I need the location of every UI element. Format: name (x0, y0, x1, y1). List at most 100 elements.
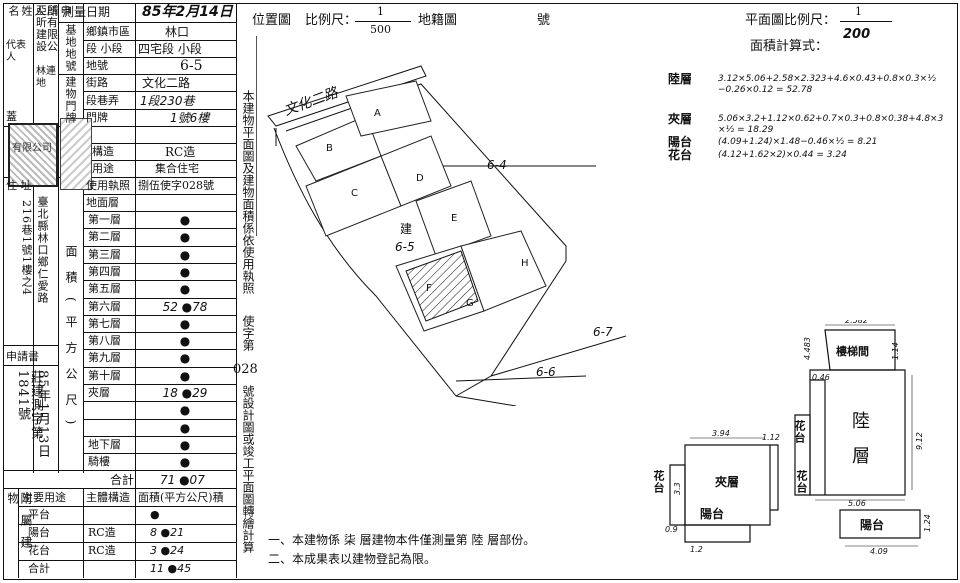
floor-row-line (83, 367, 236, 368)
block-label: B (326, 143, 333, 154)
dimension-value: 0.46 (812, 373, 830, 382)
applicant-label: 申請人姓名 (7, 5, 72, 17)
row-line (3, 345, 58, 346)
floor-row-line (83, 280, 236, 281)
structure-label: 構造 (92, 145, 114, 158)
outer-frame (3, 3, 958, 580)
row-line (83, 57, 236, 58)
annex-header-struct: 主體構造 (86, 491, 130, 504)
floor-row-line (83, 228, 236, 229)
floor-name: 第三層 (88, 248, 121, 261)
number-label: 門牌 (86, 111, 108, 124)
floor-area: ● (179, 230, 191, 244)
lot-6-4: 6-4 (487, 158, 507, 172)
annex-header-use: 主要用途 (22, 491, 66, 504)
building-no-label: 建物門牌 (64, 76, 77, 124)
structure: RC造 (165, 145, 196, 159)
col-line (83, 488, 84, 578)
floor-area: ● (179, 421, 191, 435)
floor-area: ● (179, 317, 191, 331)
area-formula-label: 面積計算式： (750, 39, 829, 54)
floor-name: 第四層 (88, 265, 121, 278)
vertical-note-2: 使字第 (241, 315, 255, 351)
floor-area: ● (179, 334, 191, 348)
cadastral-label: 地籍圖 (418, 13, 458, 28)
floor-area: ● (179, 248, 191, 262)
location-map-label: 位置圖 (252, 13, 292, 28)
row-line (83, 194, 236, 195)
row-line (83, 40, 236, 41)
dimension-lines (690, 324, 918, 547)
dimension-value: 5.06 (848, 499, 866, 508)
floor-area: ● (179, 282, 191, 296)
floor-area: ● (179, 351, 191, 365)
dimension-value: 3.94 (712, 429, 730, 438)
col-line (18, 488, 19, 578)
floor-area: ● (179, 369, 191, 383)
row-line (18, 542, 236, 543)
floor-area: ● (179, 455, 191, 469)
township: 林口 (165, 25, 190, 39)
row-line (3, 177, 236, 178)
plan-flower-label-3: 花台 (652, 470, 665, 494)
dimension-value: 1.12 (762, 433, 780, 442)
row-line (18, 506, 236, 507)
dimension-value: 9.12 (915, 432, 924, 450)
main-floor-outline (809, 369, 906, 496)
floor-name: 夾層 (88, 386, 110, 399)
balcony-outline (839, 509, 921, 539)
floor-area: ● (179, 213, 191, 227)
floor-name: 第十層 (88, 369, 121, 382)
map-edge-line (256, 36, 257, 236)
note-2: 二、本成果表以建物登記為限。 (268, 552, 437, 566)
plan-main-label: 陸 (852, 411, 870, 432)
license: 捌伍使字028號 (138, 179, 214, 192)
floor-row-line (83, 453, 236, 454)
annex-label: 附屬建物 (6, 492, 33, 558)
floor-row-line (83, 263, 236, 264)
floor-row-line (83, 349, 236, 350)
formula-text: 3.12×5.06+2.58×2.323+4.6×0.43+0.8×0.3×½ … (718, 74, 936, 95)
floor-row-line (83, 332, 236, 333)
annex-area: 3 ●24 (150, 544, 185, 557)
plan-flower-label: 花台 (793, 420, 806, 444)
section-label: 段 小段 (86, 42, 123, 55)
floor-row-line (83, 436, 236, 437)
lot-line-66 (455, 375, 587, 382)
dimension-value: 3.3 (673, 482, 682, 495)
number: 1號6樓 (170, 111, 210, 125)
floor-area: ● (179, 265, 191, 279)
map-scale-den: 500 (370, 23, 391, 36)
use: 集合住宅 (155, 162, 199, 175)
dimension-value: 4.483 (803, 337, 812, 360)
survey-date: 85年2月14日 (142, 4, 233, 20)
row-line (83, 91, 236, 92)
lane-label: 段巷弄 (86, 94, 119, 107)
col-line (236, 3, 237, 578)
floor-name: 第八層 (88, 334, 121, 347)
map-scale-bar (355, 21, 411, 22)
floor-row-line (83, 211, 236, 212)
floor-area: 18 ●29 (162, 386, 208, 400)
vertical-num: 028 (233, 362, 258, 377)
block-label: F (426, 283, 432, 294)
block-label: E (451, 213, 457, 224)
block-label: G (466, 298, 474, 309)
license-label: 使用執照 (86, 179, 130, 192)
dimension-value: 2.582 (845, 320, 868, 325)
floor-name: 第七層 (88, 317, 121, 330)
map-scale-num: 1 (377, 5, 384, 18)
vertical-note-3: 號設計圖或竣工平面圖轉繪計算 (241, 385, 255, 553)
plan-scale-label: 平面圖比例尺： (745, 13, 837, 28)
map-scale-label: 比例尺： (305, 13, 358, 28)
row-line (83, 143, 236, 144)
floor-header: 地面層 (86, 196, 119, 209)
floor-row-line (83, 401, 236, 402)
floor-name: 第六層 (88, 300, 121, 313)
lot-main: 6-5 (395, 240, 415, 254)
plan-balcony-label-2: 陽台 (700, 507, 725, 521)
annex-use: 合計 (28, 562, 50, 575)
dimension-value: 1.14 (891, 342, 900, 360)
floor-name: 地下層 (88, 438, 121, 451)
row-line (3, 365, 58, 366)
